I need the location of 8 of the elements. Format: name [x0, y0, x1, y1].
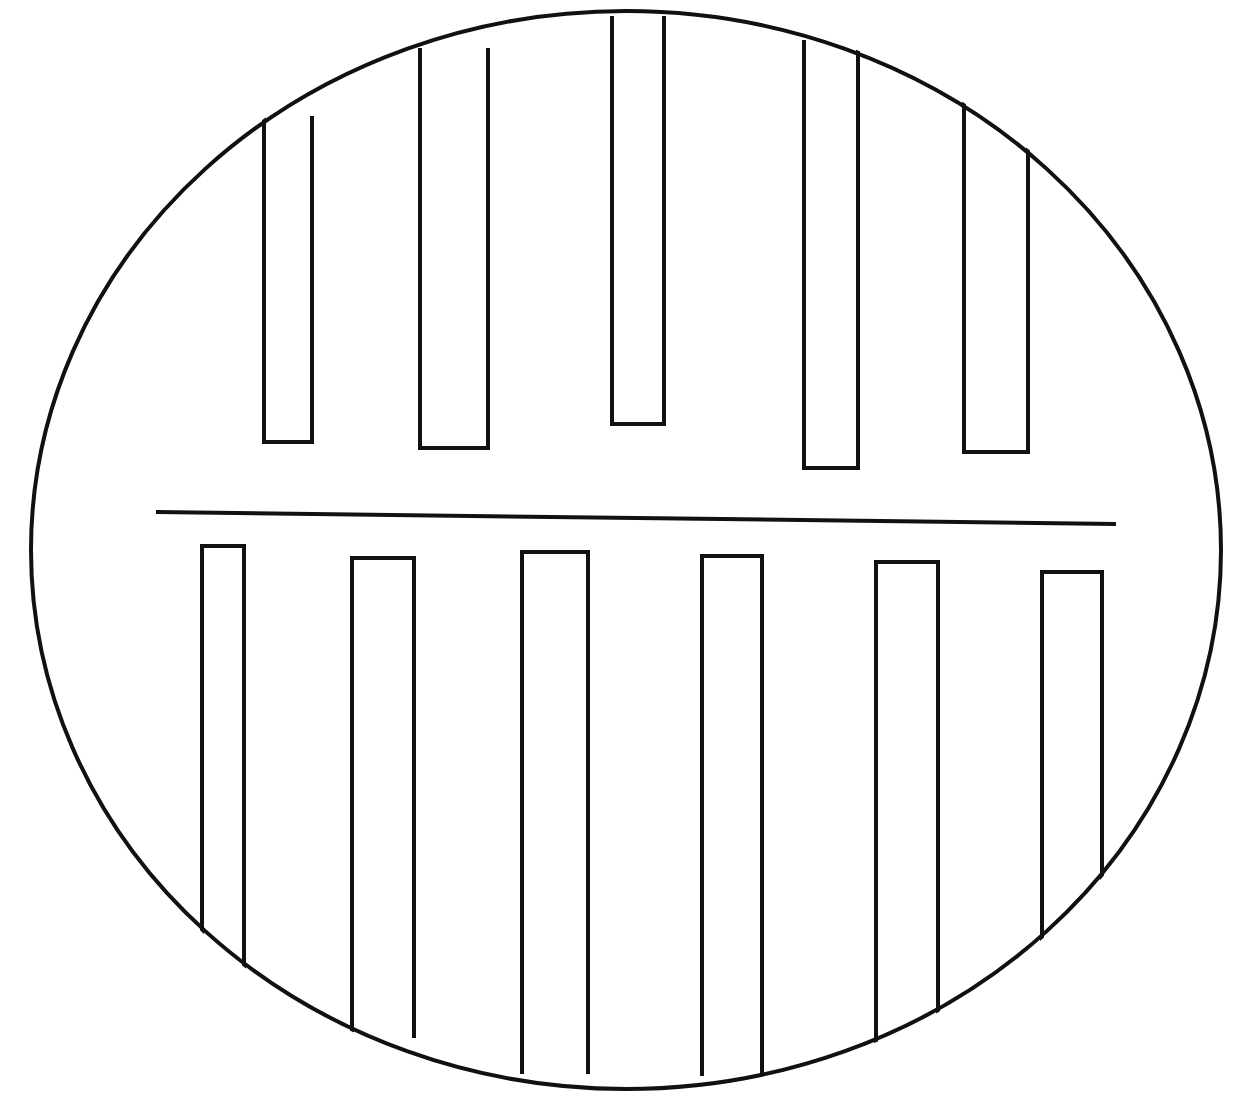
bar [700, 554, 764, 1076]
bar [418, 48, 490, 450]
bar [520, 550, 590, 1074]
bar [262, 116, 314, 444]
bar [350, 556, 416, 1038]
bar [802, 40, 860, 470]
circle-outline [28, 8, 1224, 1092]
bar [610, 16, 666, 426]
